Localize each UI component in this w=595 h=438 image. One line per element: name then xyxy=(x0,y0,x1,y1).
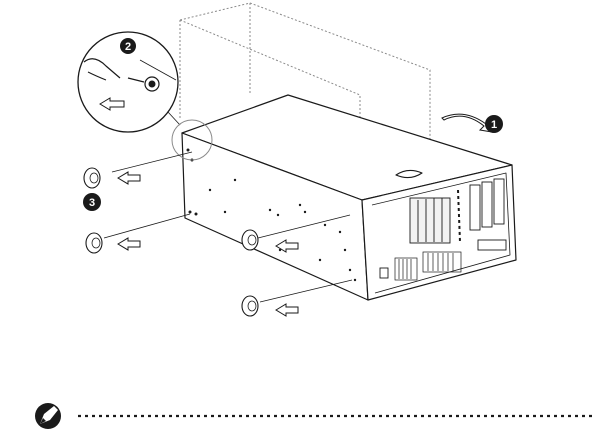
server-chassis xyxy=(182,95,516,300)
callout-1-label: 1 xyxy=(491,119,497,131)
pen-note-icon xyxy=(35,403,61,429)
callout-1: 1 xyxy=(442,114,503,133)
callout-3: 3 xyxy=(83,193,101,211)
callout-2: 2 xyxy=(120,38,136,54)
foot-2 xyxy=(86,214,190,253)
callout-2-label: 2 xyxy=(125,41,131,53)
callout-3-label: 3 xyxy=(89,197,95,209)
foot-1 xyxy=(84,152,192,188)
